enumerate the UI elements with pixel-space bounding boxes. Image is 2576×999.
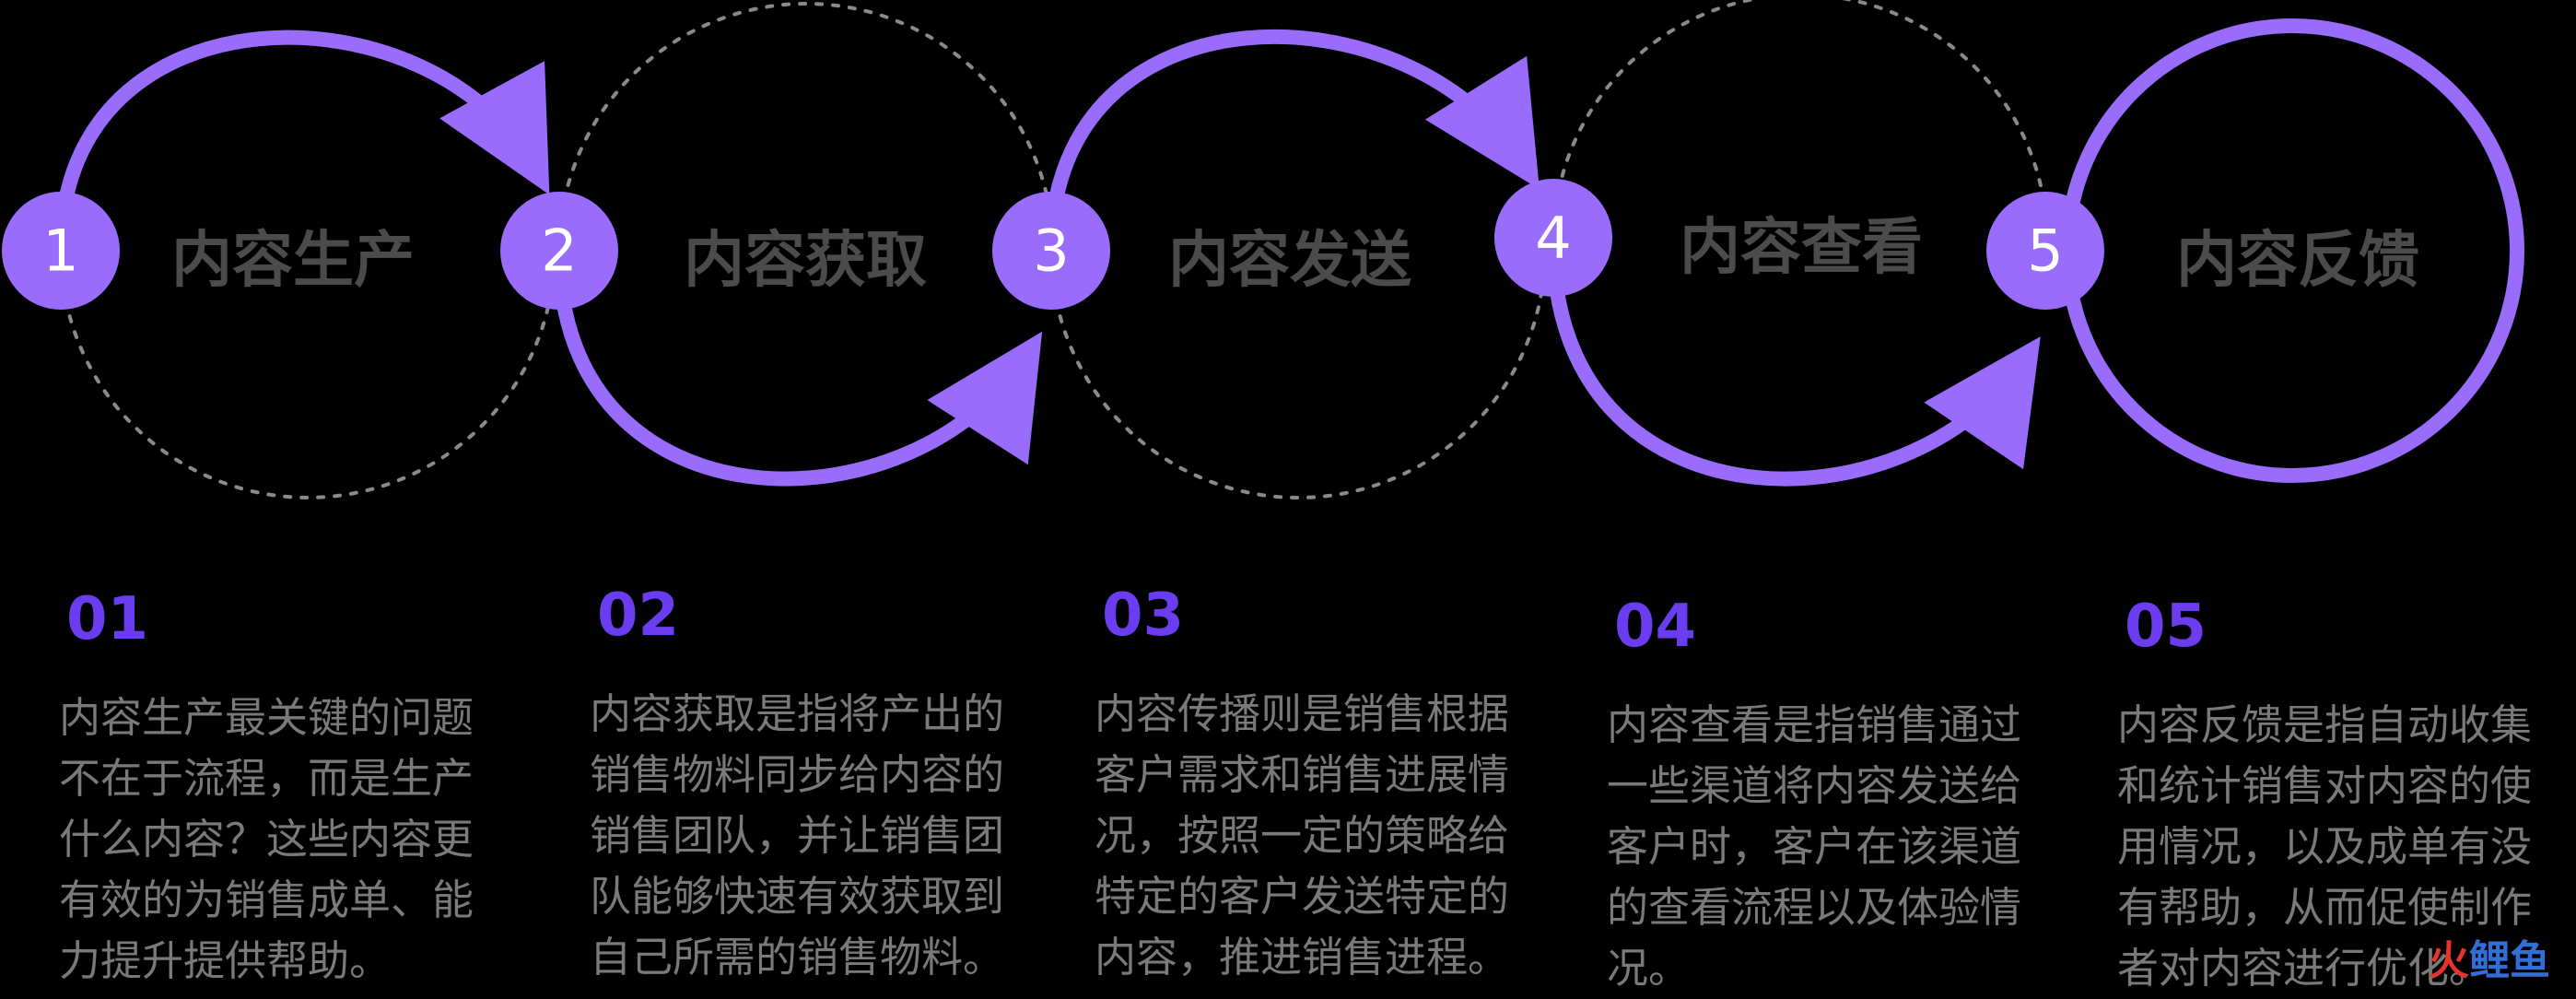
stage-title-2: 内容获取 xyxy=(684,225,927,296)
desc-line: 的查看流程以及体验情 xyxy=(1607,883,2022,932)
stage-title-3: 内容发送 xyxy=(1168,225,1411,296)
desc-line: 和统计销售对内容的使 xyxy=(2117,761,2533,810)
watermark-logo: 火鲤鱼 xyxy=(2429,927,2550,986)
desc-line: 销售团队，并让销售团 xyxy=(590,811,1005,860)
desc-line: 特定的客户发送特定的 xyxy=(1095,872,1510,921)
desc-line: 自己所需的销售物料。 xyxy=(590,933,1005,981)
step-node-4-label: 4 xyxy=(1535,205,1571,272)
step-node-2: 2 xyxy=(500,192,618,310)
dashed-circle-4 xyxy=(1551,0,2049,243)
step-node-5-label: 5 xyxy=(2027,217,2063,285)
step-node-1-label: 1 xyxy=(42,217,78,285)
stage-card-2-description: 内容获取是指将产出的 销售物料同步给内容的 销售团队，并让销售团 队能够快速有效… xyxy=(590,684,1050,988)
watermark-part-1: 火 xyxy=(2429,937,2469,984)
desc-line: 内容传播则是销售根据 xyxy=(1095,689,1510,738)
dashed-circles xyxy=(59,0,2049,500)
desc-line: 什么内容？这些内容更 xyxy=(59,815,474,864)
desc-line: 客户需求和销售进展情 xyxy=(1095,750,1510,799)
stage-card-2-number: 02 xyxy=(597,582,680,650)
stage-titles: 内容生产 内容获取 内容发送 内容查看 内容反馈 xyxy=(171,212,2419,296)
desc-line: 一些渠道将内容发送给 xyxy=(1607,761,2022,810)
desc-line: 内容，推进销售进程。 xyxy=(1095,933,1510,981)
desc-line: 用情况，以及成单有没 xyxy=(2117,822,2533,871)
stage-card-1-description: 内容生产最关键的问题 不在于流程，而是生产 什么内容？这些内容更 有效的为销售成… xyxy=(59,688,520,992)
desc-line: 队能够快速有效获取到 xyxy=(590,872,1005,921)
stage-card-3: 03 内容传播则是销售根据 客户需求和销售进展情 况，按照一定的策略给 特定的客… xyxy=(1095,586,1555,988)
step-node-4: 4 xyxy=(1494,179,1612,297)
stage-card-4-description: 内容查看是指销售通过 一些渠道将内容发送给 客户时，客户在该渠道 的查看流程以及… xyxy=(1607,695,2067,999)
stage-card-3-description: 内容传播则是销售根据 客户需求和销售进展情 况，按照一定的策略给 特定的客户发送… xyxy=(1095,684,1555,988)
desc-line: 不在于流程，而是生产 xyxy=(59,754,474,803)
stage-card-5-number: 05 xyxy=(2125,593,2207,661)
step-node-5: 5 xyxy=(1986,192,2104,310)
stage-title-1: 内容生产 xyxy=(171,225,415,296)
stage-card-2: 02 内容获取是指将产出的 销售物料同步给内容的 销售团队，并让销售团 队能够快… xyxy=(590,586,1050,988)
dashed-circle-1 xyxy=(59,249,556,500)
desc-line: 内容生产最关键的问题 xyxy=(59,693,474,742)
desc-line: 况，按照一定的策略给 xyxy=(1095,811,1510,860)
desc-line: 有帮助，从而促使制作 xyxy=(2117,883,2533,932)
desc-line: 内容查看是指销售通过 xyxy=(1607,700,2022,749)
step-node-2-label: 2 xyxy=(541,217,577,285)
desc-line: 客户时，客户在该渠道 xyxy=(1607,822,2022,871)
flow-arrow-4 xyxy=(1546,234,2041,487)
desc-line: 内容获取是指将产出的 xyxy=(590,689,1005,738)
stage-title-4: 内容查看 xyxy=(1680,212,1923,283)
desc-line: 力提升提供帮助。 xyxy=(59,936,392,985)
desc-line: 销售物料同步给内容的 xyxy=(590,750,1005,799)
stage-card-5: 05 内容反馈是指自动收集 和统计销售对内容的使 用情况，以及成单有没 有帮助，… xyxy=(2117,597,2576,999)
stage-card-3-number: 03 xyxy=(1102,582,1185,650)
dashed-circle-3 xyxy=(1049,249,1547,500)
flow-arrow-3 xyxy=(1044,29,1540,258)
desc-line: 者对内容进行优化。 xyxy=(2117,944,2491,993)
flow-arrow-2 xyxy=(552,243,1043,487)
step-node-3-label: 3 xyxy=(1033,217,1069,285)
stage-card-1: 01 内容生产最关键的问题 不在于流程，而是生产 什么内容？这些内容更 有效的为… xyxy=(59,590,520,992)
stage-card-4-number: 04 xyxy=(1614,593,1697,661)
step-node-3: 3 xyxy=(992,192,1110,310)
dashed-circle-2 xyxy=(557,2,1055,253)
step-nodes: 1 2 3 4 5 xyxy=(2,179,2104,310)
desc-line: 内容反馈是指自动收集 xyxy=(2117,700,2533,749)
stage-title-5: 内容反馈 xyxy=(2176,225,2419,296)
flow-arrow-1 xyxy=(53,29,550,258)
desc-line: 况。 xyxy=(1607,944,1691,993)
stage-card-1-number: 01 xyxy=(66,585,149,653)
stage-card-5-description: 内容反馈是指自动收集 和统计销售对内容的使 用情况，以及成单有没 有帮助，从而促… xyxy=(2117,695,2576,999)
watermark-part-2: 鲤鱼 xyxy=(2469,937,2550,984)
stage-card-4: 04 内容查看是指销售通过 一些渠道将内容发送给 客户时，客户在该渠道 的查看流… xyxy=(1607,597,2067,999)
step-node-1: 1 xyxy=(2,192,120,310)
desc-line: 有效的为销售成单、能 xyxy=(59,876,474,924)
